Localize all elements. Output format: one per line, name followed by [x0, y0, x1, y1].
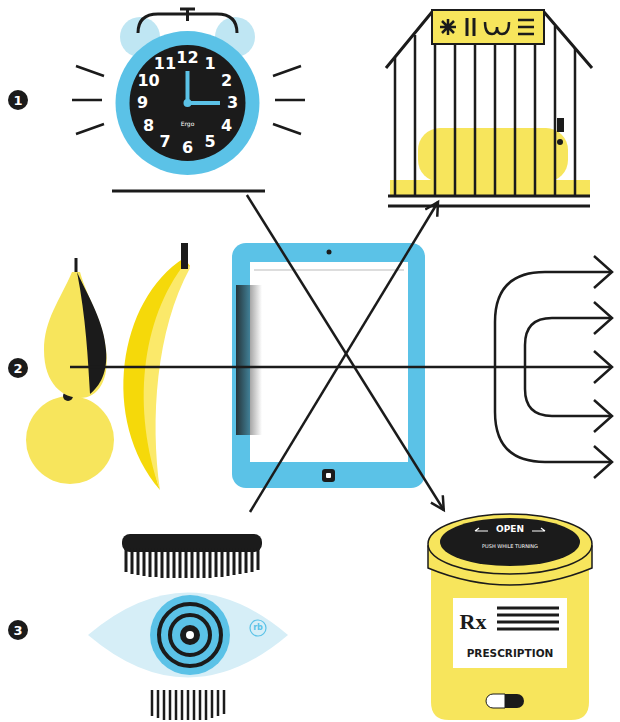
banana-shape	[123, 258, 190, 490]
cap-text: OPEN	[496, 525, 524, 534]
bottle-cap-top	[440, 518, 580, 566]
callout-circle	[8, 358, 28, 378]
sign-symbol	[440, 19, 456, 35]
leader-arrow	[250, 202, 438, 512]
clock-numeral: 3	[227, 95, 238, 111]
logo-circle	[250, 620, 266, 636]
clock-rim	[116, 31, 260, 175]
pear-shape	[44, 272, 107, 398]
clock-top	[180, 9, 195, 21]
clock-numeral: 11	[154, 56, 176, 72]
clock-numeral: 10	[137, 73, 159, 89]
clock-pivot	[184, 99, 192, 107]
callout-number: 2	[13, 362, 22, 375]
sign-symbol	[467, 18, 474, 36]
ringing-rays	[72, 66, 305, 134]
tablet-camera	[327, 250, 332, 255]
tablet-home-button	[322, 469, 335, 482]
sign-symbol	[485, 22, 509, 34]
arrow-heads	[594, 256, 612, 478]
eye: rb	[88, 580, 288, 690]
pupil-light	[186, 631, 194, 639]
cage-cushion	[418, 128, 568, 182]
pill-half	[505, 694, 524, 708]
tablet-shadow	[236, 285, 262, 435]
branch-line	[495, 272, 612, 462]
clock-numeral: 12	[176, 50, 198, 66]
eye-outline	[88, 580, 288, 690]
rx-symbol: Rx	[460, 611, 487, 633]
iris-ring	[159, 604, 221, 666]
eyelashes	[152, 690, 224, 720]
clock-numeral: 1	[204, 56, 215, 72]
pear-shadow	[77, 272, 106, 394]
label-text: PRESCRIPTION	[467, 648, 554, 659]
clock-numeral: 4	[221, 118, 232, 134]
prescription-bottle-outline	[425, 510, 595, 722]
cage-sign	[432, 10, 544, 44]
clock-numeral: 7	[159, 134, 170, 150]
eye-white	[88, 593, 288, 678]
cage-latch	[557, 118, 564, 132]
sign-symbol	[518, 20, 534, 34]
tablet-body	[232, 243, 425, 488]
apple-shape	[26, 396, 114, 484]
label-lines	[497, 608, 559, 629]
clock-numeral: 6	[182, 140, 193, 156]
clock-numeral: 2	[221, 73, 232, 89]
flow-line	[70, 366, 612, 369]
cage-latch	[557, 139, 563, 145]
callout-circle	[8, 90, 28, 110]
banana-highlight	[144, 262, 190, 490]
bottle-label	[453, 598, 567, 668]
clock-stand	[112, 190, 265, 193]
clock-numeral: 8	[143, 118, 154, 134]
cage-bars	[395, 26, 575, 196]
logo-text: rb	[253, 624, 263, 632]
iris-ring	[170, 615, 210, 655]
pill-half	[486, 694, 505, 708]
banana-stem	[181, 243, 188, 269]
cap-instruction: PUSH WHILE TURNING	[482, 544, 538, 549]
clock-face	[130, 45, 246, 161]
alarm-clock-outline	[100, 5, 275, 195]
clock-numeral: 9	[137, 95, 148, 111]
connector-arrow	[247, 195, 444, 510]
brand-text: Ergo	[181, 121, 195, 127]
callout-number: 3	[13, 624, 22, 637]
tablet-home-button	[326, 473, 331, 478]
alarm-clock: 12 12 3 45678 9 1011Ergo	[100, 5, 275, 195]
minute-hand	[186, 71, 190, 103]
clock-numeral: 5	[204, 134, 215, 150]
hour-hand	[188, 101, 221, 105]
eye-pupil	[180, 625, 200, 645]
branch-line	[525, 318, 612, 416]
cage-floor	[390, 180, 590, 196]
eyebrow-hairs	[126, 548, 258, 578]
callout-number: 1	[13, 94, 22, 107]
callout-circle	[8, 620, 28, 640]
prescription-bottle: OPEN PUSH WHILE TURNING RxPRESCRIPTION	[425, 510, 595, 722]
eye-iris	[150, 595, 230, 675]
tablet-status-bar	[254, 269, 404, 271]
pear-stem	[75, 258, 78, 272]
bottle-cap	[428, 514, 592, 574]
